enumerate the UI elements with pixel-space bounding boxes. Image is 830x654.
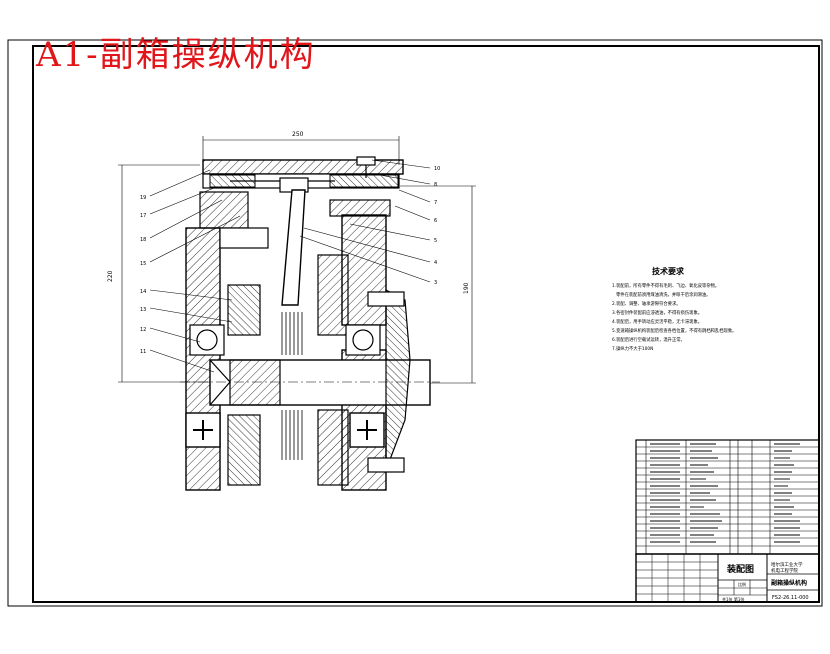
drawing-number: FS2-26.11-000 bbox=[772, 595, 809, 601]
leader-label: 4 bbox=[434, 260, 437, 266]
dim-top-label: 250 bbox=[292, 131, 304, 138]
tech-req-line: 7.操纵力不大于100N bbox=[612, 345, 653, 352]
tech-req-line: 2.装配、调整、轴承游隙符合要求。 bbox=[612, 300, 681, 307]
title-block: 装配图 哈尔滨工业大学 机电工程学院 副箱操纵机构 FS2-26.11-000 … bbox=[635, 553, 820, 603]
leader-labels-right: 10 8 7 6 5 4 3 bbox=[434, 166, 440, 286]
tech-req-line: 1.装配前，所有零件不得有毛刺、飞边、氧化皮等杂物。 bbox=[612, 282, 719, 289]
tech-req-line: 5.变速箱操纵机构装配后检查各档位置，不得有跳档和乱档现象。 bbox=[612, 327, 736, 334]
dim-left-label: 220 bbox=[107, 270, 114, 282]
assembly-drawing-label: 装配图 bbox=[726, 563, 754, 575]
technical-requirements: 技术要求 1.装配前，所有零件不得有毛刺、飞边、氧化皮等杂物。 零件在装配前须用… bbox=[612, 266, 736, 352]
leader-label: 15 bbox=[140, 261, 146, 267]
drawing-title: A1-副箱操纵机构 bbox=[36, 35, 316, 75]
leader-label: 14 bbox=[140, 289, 146, 295]
leader-label: 6 bbox=[434, 218, 437, 224]
leader-label: 13 bbox=[140, 307, 146, 313]
mechanism-drawing: 250 220 190 bbox=[107, 131, 476, 491]
tech-req-line: 4.装配后，用手转动应灵活平稳，无卡滞现象。 bbox=[612, 318, 702, 325]
parts-list bbox=[635, 439, 820, 555]
tech-req-line: 3.各密封件装配前应浸透油，不得有损伤现象。 bbox=[612, 309, 702, 316]
leader-label: 17 bbox=[140, 213, 146, 219]
tech-req-line: 6.装配后进行空载试运转，温升正常。 bbox=[612, 336, 685, 343]
inner-border bbox=[32, 45, 820, 603]
dim-right-label: 190 bbox=[463, 282, 470, 294]
leader-label: 10 bbox=[434, 166, 440, 172]
leader-label: 7 bbox=[434, 200, 437, 206]
product-name: 副箱操纵机构 bbox=[771, 579, 807, 587]
outer-border bbox=[7, 39, 823, 607]
department-name: 机电工程学院 bbox=[771, 567, 798, 574]
tech-req-line: 零件在装配前须用煤油清洗，并晾干后涂润滑油。 bbox=[616, 291, 711, 298]
leader-label: 3 bbox=[434, 280, 437, 286]
leader-label: 8 bbox=[434, 182, 437, 188]
leader-label: 19 bbox=[140, 195, 146, 201]
leader-label: 12 bbox=[140, 327, 146, 333]
scale-label: 比例 bbox=[738, 581, 746, 587]
tech-req-heading: 技术要求 bbox=[652, 266, 685, 276]
school-name: 哈尔滨工业大学 bbox=[771, 561, 803, 568]
sheet-label: 共1张 第1张 bbox=[722, 596, 744, 602]
leader-labels-left: 19 17 18 15 14 13 12 11 bbox=[140, 195, 146, 355]
leader-label: 11 bbox=[140, 349, 146, 355]
leader-label: 18 bbox=[140, 237, 146, 243]
leader-label: 5 bbox=[434, 238, 437, 244]
